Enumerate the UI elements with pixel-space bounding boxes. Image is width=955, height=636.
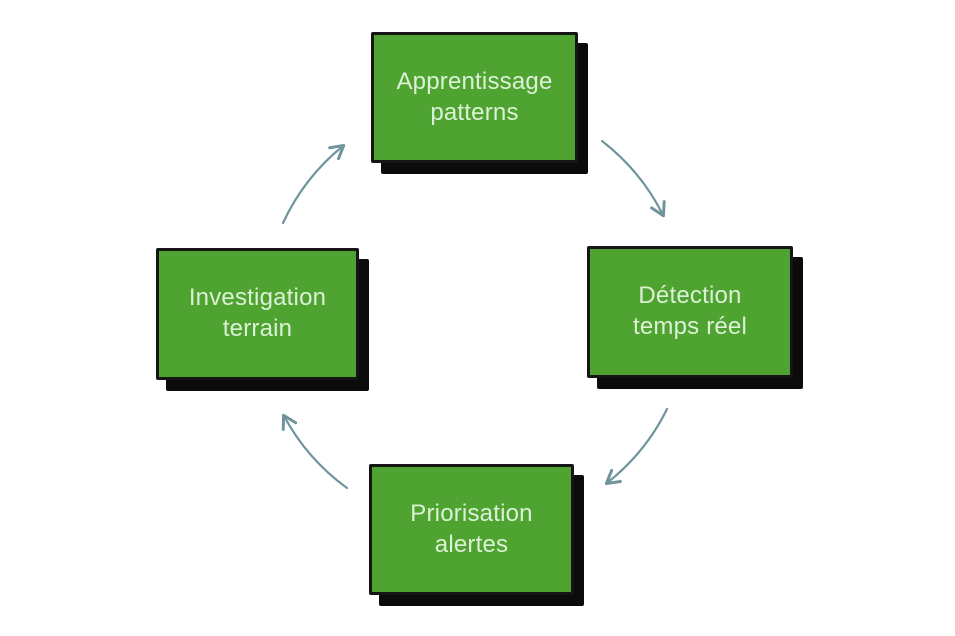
arrow-right-to-bottom [604,407,669,486]
node-label-line: temps réel [632,313,748,340]
node-label-line: Apprentissage [396,67,553,95]
node-label-line: Priorisation [410,499,533,527]
node-investigation-terrain: Investigation terrain [156,248,359,380]
node-apprentissage-patterns: Apprentissage patterns [371,32,578,163]
node-label-line: patterns [430,98,519,126]
node-label-line: alertes [434,530,509,558]
node-label-line: Investigation [188,284,327,312]
arrow-bottom-to-left [281,413,349,490]
arrow-top-to-right [600,139,666,218]
node-detection-temps-reel: Détection temps réel [587,246,793,378]
arrow-left-to-top [281,143,346,225]
node-label-line: Détection [638,282,742,310]
node-priorisation-alertes: Priorisation alertes [369,464,574,595]
node-label-line: terrain [222,315,293,342]
